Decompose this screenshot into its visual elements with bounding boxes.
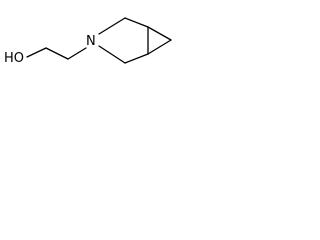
bond-n-c4-ring (98, 45, 126, 64)
bond-c1-c2 (45, 47, 69, 60)
bond-o-c1 (26, 47, 47, 58)
bond-c2-n (67, 47, 87, 60)
bond-c1-c6 (147, 26, 172, 41)
structure-diagram: HO N (4, 17, 172, 66)
bond-n-c2-ring (98, 17, 126, 35)
atom-label-hydroxyl: HO (4, 51, 24, 66)
bond-c4-c5 (124, 53, 149, 64)
bond-c2-c1 (124, 17, 149, 28)
atom-label-nitrogen: N (86, 34, 96, 49)
bond-c5-c6 (147, 39, 172, 55)
